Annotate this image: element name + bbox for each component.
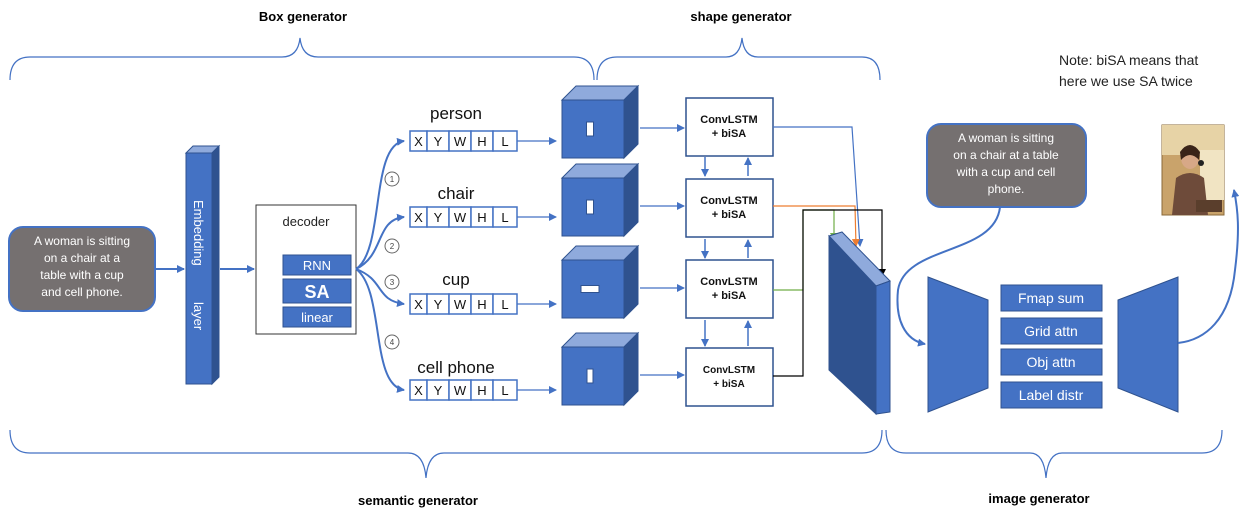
bbox-cell-label: W: [454, 134, 467, 149]
bbox-cell-label: W: [454, 210, 467, 225]
fmap-sum-label: Fmap sum: [1018, 290, 1084, 306]
caption-to-encoder-arrow: [896, 206, 1001, 347]
sa-label: SA: [304, 282, 329, 302]
image-generator-block: Fmap sum Grid attn Obj attn Label distr: [927, 276, 1179, 413]
layer-label: layer: [191, 302, 206, 331]
shape-generator-heading: shape generator: [690, 9, 791, 24]
decoder-title: decoder: [283, 214, 331, 229]
convlstm-output-lines: [773, 126, 886, 377]
caption-line: with a cup and cell: [956, 165, 1056, 179]
image-generator-brace: [885, 429, 1223, 479]
convlstm-block: ConvLSTM + biSA: [685, 97, 774, 157]
shape-mask: [586, 121, 594, 137]
obj-attn-label: Obj attn: [1026, 354, 1075, 370]
bbox-cell-label: Y: [434, 134, 443, 149]
feature-map-slab: [828, 231, 891, 416]
bbox-cell-label: L: [501, 210, 508, 225]
encoder-trapezoid: [927, 276, 989, 413]
grid-attn-label: Grid attn: [1024, 323, 1078, 339]
convlstm-column: ConvLSTM + biSA ConvLSTM + biSA ConvLSTM + bi…: [685, 97, 774, 407]
convlstm-label: ConvLSTM: [700, 276, 757, 288]
box-generator-heading: Box generator: [259, 9, 347, 24]
decoder-to-image-arrow: [1177, 189, 1240, 344]
shape-mask: [586, 199, 594, 215]
object-label: cup: [442, 270, 469, 289]
decoder-trapezoid: [1117, 276, 1179, 413]
object-label: cell phone: [417, 358, 495, 377]
bbox-cell-label: L: [501, 297, 508, 312]
step-3-label: 3: [390, 278, 395, 287]
bbox-cell-label: H: [477, 383, 486, 398]
bbox-cell-label: W: [454, 383, 467, 398]
step-markers: 1 2 3 4: [384, 171, 400, 350]
bbox-cell-label: Y: [434, 383, 443, 398]
semantic-generator-heading: semantic generator: [358, 493, 478, 508]
bbox-cell-label: W: [454, 297, 467, 312]
bbox-cell-label: H: [477, 134, 486, 149]
shape-generator-brace: [596, 37, 881, 81]
caption-text-box: A woman is sitting on a chair at a table…: [926, 123, 1087, 208]
bbox-cell-label: L: [501, 134, 508, 149]
input-text-line: A woman is sitting: [34, 234, 130, 248]
bbox-cell-label: X: [414, 297, 423, 312]
convlstm-block: ConvLSTM + biSA: [685, 259, 774, 319]
bisa-label: + biSA: [713, 379, 744, 390]
shape-mask: [586, 368, 594, 384]
bbox-cell-label: X: [414, 210, 423, 225]
step-1-label: 1: [390, 175, 395, 184]
image-generator-heading: image generator: [988, 491, 1089, 506]
input-text-box: A woman is sitting on a chair at a table…: [8, 226, 156, 312]
convlstm-block: ConvLSTM + biSA: [685, 347, 774, 407]
bbox-cell-label: X: [414, 134, 423, 149]
bbox-cell-label: Y: [434, 210, 443, 225]
embedding-layer: Embedding layer: [184, 144, 221, 386]
shape-mask: [580, 285, 600, 293]
label-distr-label: Label distr: [1019, 387, 1084, 403]
linear-label: linear: [301, 310, 333, 325]
note-line-2: here we use SA twice: [1059, 73, 1193, 89]
output-image: [1161, 124, 1225, 216]
caption-line: A woman is sitting: [958, 131, 1054, 145]
semantic-generator-brace: [9, 429, 883, 479]
bbox-cell-label: L: [501, 383, 508, 398]
decoder-branch-arrows: [355, 137, 405, 393]
convlstm-vertical-arrows: [701, 157, 752, 347]
bbox-cell-label: X: [414, 383, 423, 398]
bbox-cell-label: H: [477, 297, 486, 312]
caption-line: phone.: [988, 182, 1025, 196]
box-generator-brace: [9, 37, 595, 81]
bisa-label: + biSA: [712, 128, 747, 140]
input-text-line: and cell phone.: [41, 285, 122, 299]
convlstm-block: ConvLSTM + biSA: [685, 178, 774, 238]
step-2-label: 2: [390, 242, 395, 251]
bisa-label: + biSA: [712, 209, 747, 221]
rnn-label: RNN: [303, 258, 331, 273]
step-4-label: 4: [390, 338, 395, 347]
shape-cube: [560, 84, 640, 160]
shape-cube: [560, 244, 640, 320]
convlstm-label: ConvLSTM: [700, 195, 757, 207]
decoder-block: decoder RNN SA linear: [255, 204, 357, 335]
input-text-line: on a chair at a: [44, 251, 120, 265]
convlstm-label: ConvLSTM: [700, 114, 757, 126]
shape-cube: [560, 331, 640, 407]
bisa-label: + biSA: [712, 290, 747, 302]
shape-cube: [560, 162, 640, 238]
bbox-cell-label: H: [477, 210, 486, 225]
input-text-line: table with a cup: [40, 268, 124, 282]
object-label: chair: [438, 184, 475, 203]
bbox-cell-label: Y: [434, 297, 443, 312]
object-label: person: [430, 104, 482, 123]
note-line-1: Note: biSA means that: [1059, 52, 1198, 68]
embedding-label: Embedding: [191, 200, 206, 266]
caption-line: on a chair at a table: [953, 148, 1059, 162]
convlstm-label: ConvLSTM: [703, 365, 755, 376]
